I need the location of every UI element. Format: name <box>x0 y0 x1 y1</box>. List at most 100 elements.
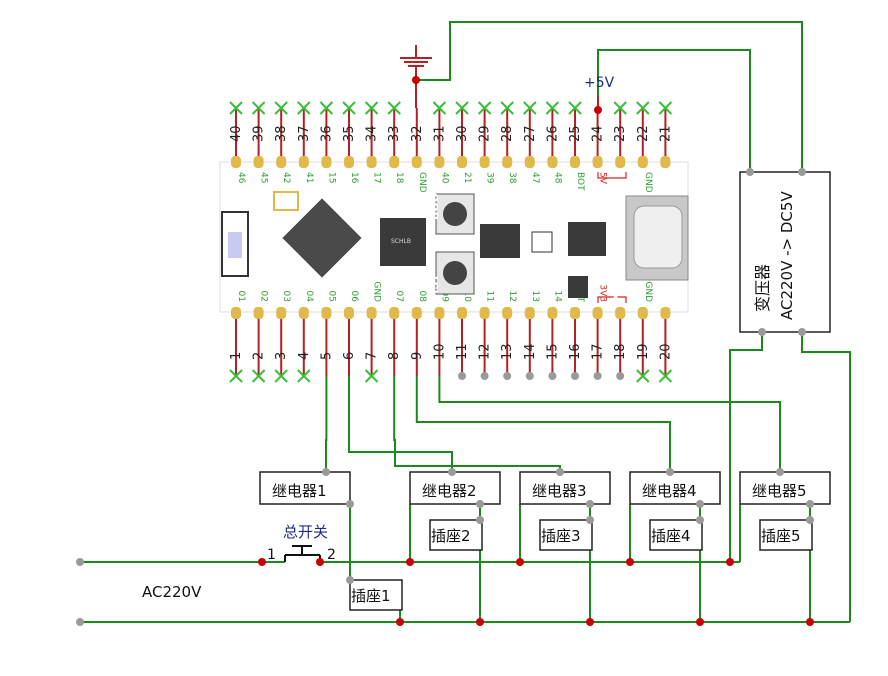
top-pin-pad <box>253 156 264 168</box>
bottom-gpio-label: 08 <box>417 291 427 303</box>
usb-c-shell <box>633 205 683 269</box>
top-pin-pad <box>411 156 422 168</box>
top-gpio-label: BOT <box>575 172 585 191</box>
nc-mark-bottom <box>364 369 379 383</box>
node-transformer-live <box>726 558 734 566</box>
nc-mark-top <box>364 101 379 115</box>
top-pin-pad <box>321 156 332 168</box>
bottom-pin-pad <box>253 307 264 319</box>
mains-terminal-live <box>76 558 84 566</box>
terminal-dot <box>806 516 814 524</box>
node-switch-2 <box>316 558 324 566</box>
relay-label: 继电器4 <box>642 482 697 500</box>
terminal-dot <box>346 500 354 508</box>
bottom-pin-number: 2 <box>252 352 267 360</box>
socket-box <box>429 519 483 551</box>
top-pin-number: 31 <box>432 125 447 142</box>
relay-box <box>629 471 721 505</box>
unused-pin-dot <box>503 372 512 380</box>
node-socket1-n <box>396 618 404 626</box>
nc-mark-bottom <box>658 369 673 383</box>
bottom-pin-pad <box>570 307 580 319</box>
terminal-dot <box>586 500 594 508</box>
node-switch-1 <box>258 558 266 566</box>
top-gpio-label: 18 <box>394 172 404 184</box>
node-ground <box>412 76 420 84</box>
socket-label: 插座3 <box>541 527 581 545</box>
bottom-pin-pad <box>298 307 309 319</box>
bottom-pin-pad <box>389 307 400 319</box>
nc-mark-top <box>342 101 356 115</box>
top-pin-number: 38 <box>274 125 289 142</box>
bottom-gpio-label: 05 <box>326 291 336 302</box>
bottom-gpio-label: 01 <box>236 291 246 302</box>
gpio6-to-relay2 <box>348 376 453 472</box>
bottom-pin-number: 14 <box>523 343 538 360</box>
terminal-dot <box>476 516 484 524</box>
node-socket2-n <box>476 618 484 626</box>
top-pin-number: 39 <box>252 125 267 142</box>
terminal-dot <box>746 168 754 176</box>
supply-label: +5V <box>584 75 615 91</box>
bottom-pin-number: 17 <box>591 343 606 360</box>
board-g48-label: G48 <box>615 186 625 206</box>
nc-mark-top <box>455 101 469 115</box>
unused-pin-dot <box>616 372 625 380</box>
bottom-gpio-label: 09 <box>439 291 449 303</box>
nc-mark-top <box>477 101 492 115</box>
top-pin-pad <box>457 156 467 168</box>
nc-mark-top <box>523 101 537 115</box>
bottom-pin-number: 4 <box>297 352 312 360</box>
top-pin-number: 33 <box>387 125 402 142</box>
top-pin-pad <box>592 156 603 168</box>
transformer-live-in <box>729 332 763 562</box>
top-pin-pad <box>366 156 377 168</box>
junction-nodes <box>76 76 814 626</box>
top-gpio-label: GND <box>643 172 653 193</box>
bottom-gpio-label: 11 <box>485 291 495 302</box>
top-pin-number: 35 <box>342 125 357 142</box>
nc-mark-bottom <box>636 369 650 383</box>
socket-label: 插座1 <box>351 587 391 605</box>
relay-box <box>259 471 351 505</box>
bottom-gpio-label: 3V3 <box>598 284 608 302</box>
bottom-pin-number: 5 <box>319 352 334 360</box>
bottom-gpio-label: 12 <box>507 291 517 302</box>
mcu-chip <box>282 198 362 278</box>
bottom-pin-number: 20 <box>658 343 673 360</box>
top-gpio-label: GND <box>417 172 427 193</box>
socket-label: 插座4 <box>651 527 691 545</box>
bottom-pin-pad <box>524 307 535 319</box>
nc-mark-top <box>387 101 401 115</box>
node-relay2 <box>406 558 414 566</box>
bottom-pin-number: 8 <box>387 352 402 360</box>
antenna-window <box>228 232 242 258</box>
bottom-pin-pad <box>637 307 648 319</box>
bottom-gpio-label: GND <box>372 281 382 302</box>
board-pwr-label: PWR <box>613 278 623 302</box>
top-gpio-label: 39 <box>485 172 495 184</box>
relay-label: 继电器5 <box>752 482 807 500</box>
top-pin-pad <box>570 156 580 168</box>
top-gpio-label: 48 <box>552 172 562 184</box>
top-pin-number: 36 <box>319 125 334 142</box>
ground-to-transformer <box>416 21 803 172</box>
bottom-gpio-label: GND <box>643 281 653 302</box>
top-gpio-label: 47 <box>530 172 540 183</box>
top-pin-number: 23 <box>613 125 628 142</box>
mains-terminal-neutral <box>76 618 84 626</box>
unused-pin-dot <box>593 372 602 380</box>
terminal-dot <box>346 576 354 584</box>
supply-5v-to-transformer <box>597 49 751 172</box>
socket-box <box>349 579 403 611</box>
top-pin-number: 37 <box>297 125 312 142</box>
nc-mark-top <box>613 101 627 115</box>
bottom-pin-pad <box>434 307 445 319</box>
nc-mark-top <box>636 101 650 115</box>
terminal-dot <box>776 468 784 476</box>
bottom-gpio-label: 06 <box>349 291 359 303</box>
relay-box <box>739 471 831 505</box>
top-pin-number: 30 <box>455 125 470 142</box>
